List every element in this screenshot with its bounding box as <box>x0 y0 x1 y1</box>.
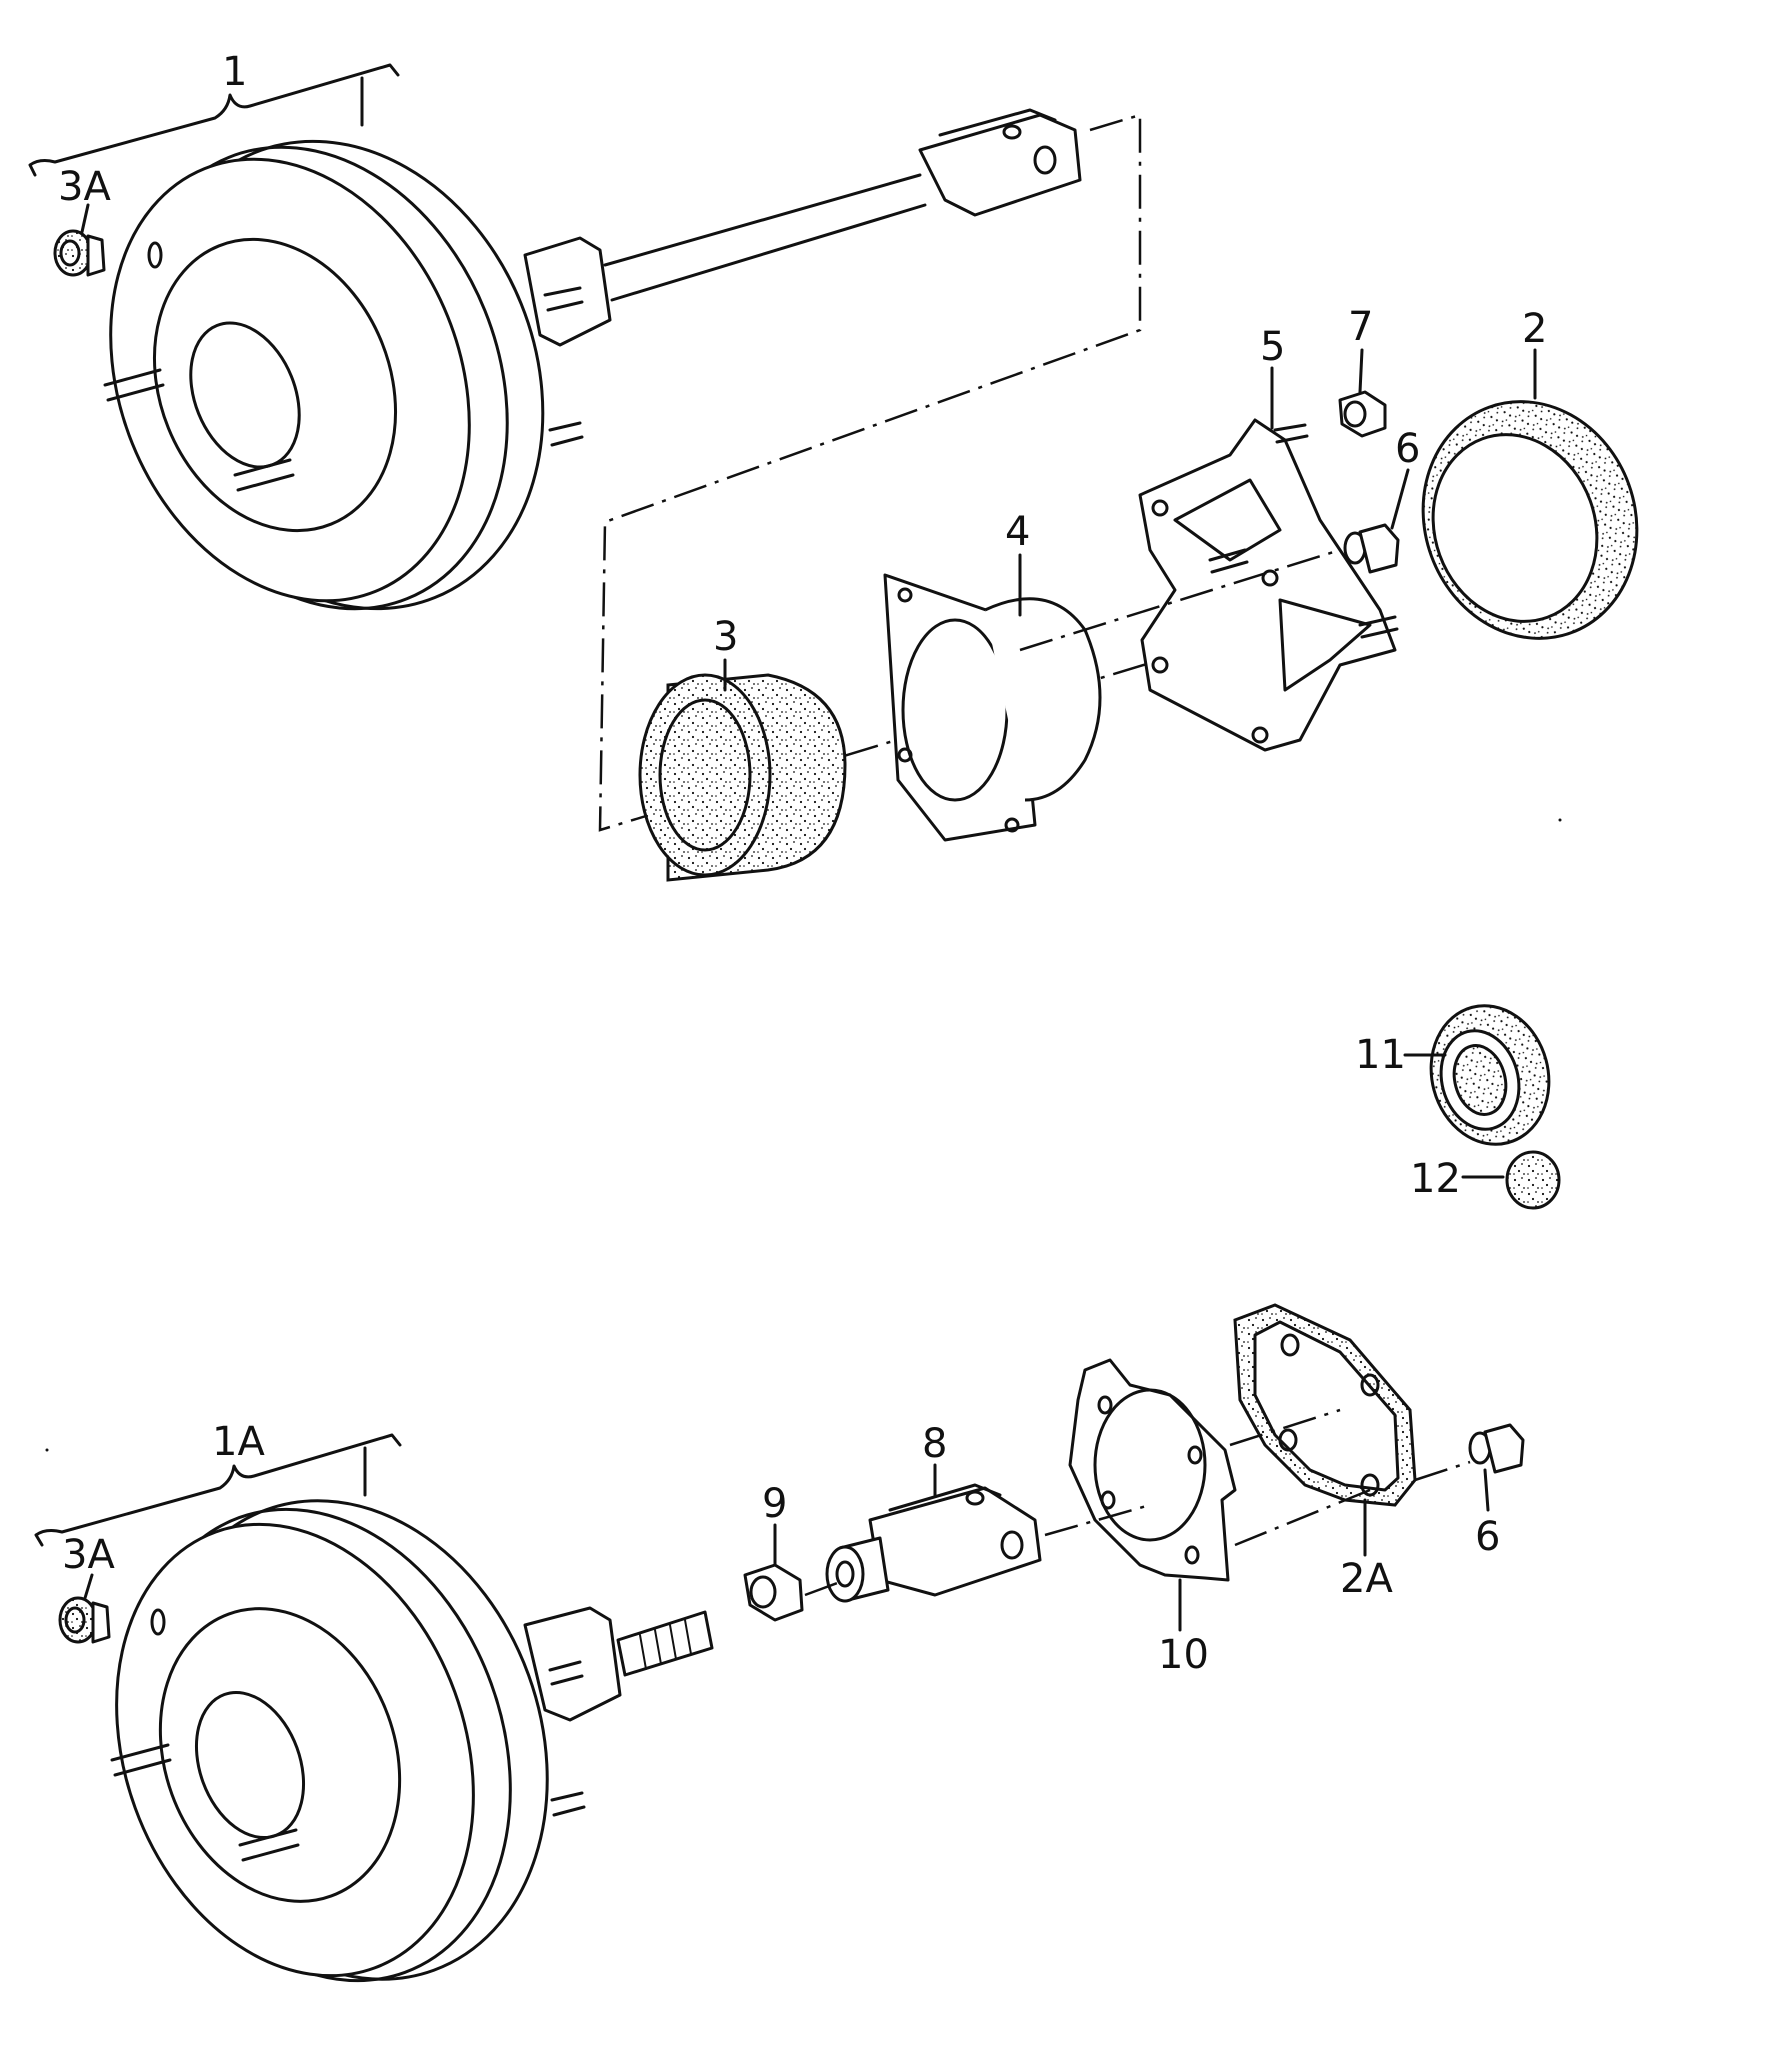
axis-line-lower-3 <box>1414 1460 1471 1482</box>
callout-12: 12 <box>1410 1156 1461 1202</box>
flange-housing-4 <box>883 573 1102 842</box>
callout-6-bottom: 6 <box>1475 1514 1500 1560</box>
callout-3: 3 <box>713 614 738 660</box>
flange-plate-10 <box>1068 1358 1237 1582</box>
callout-3a-top: 3A <box>58 164 111 210</box>
callout-2a: 2A <box>1340 1556 1393 1602</box>
scan-speck <box>1558 818 1562 822</box>
clevis-8 <box>825 1483 1042 1603</box>
seal-11 <box>1429 1004 1551 1146</box>
callout-3a-bottom: 3A <box>62 1532 115 1578</box>
callout-6-top: 6 <box>1395 426 1420 472</box>
callout-2: 2 <box>1522 306 1547 352</box>
brake-booster-1 <box>103 108 1082 611</box>
flange-nut-6-top <box>1343 523 1400 574</box>
gasket-2a <box>1233 1303 1417 1507</box>
foam-sleeve-3 <box>638 673 847 882</box>
hex-nut-9 <box>743 1563 804 1622</box>
callout-9: 9 <box>762 1481 787 1527</box>
mounting-bracket-5 <box>1138 418 1399 752</box>
callout-7: 7 <box>1348 304 1373 350</box>
grommet-3a-bottom <box>58 1596 111 1644</box>
nut-7 <box>1338 390 1387 438</box>
callout-bracket-1a <box>34 1433 402 1547</box>
callout-10: 10 <box>1158 1632 1209 1678</box>
callout-11: 11 <box>1355 1032 1406 1078</box>
callout-bracket-1 <box>28 63 400 177</box>
scan-speck <box>45 1448 49 1452</box>
axis-line-lower-2 <box>1229 1408 1341 1447</box>
seal-ring-2 <box>1421 400 1639 640</box>
callout-5: 5 <box>1260 324 1285 370</box>
axis-line-lower-1 <box>1044 1503 1151 1537</box>
flange-nut-6-bottom <box>1468 1423 1525 1474</box>
callout-8: 8 <box>922 1421 947 1467</box>
axis-line-lower-5 <box>804 1580 841 1597</box>
leader-lines <box>80 203 1537 1632</box>
callout-4: 4 <box>1005 509 1030 555</box>
brake-booster-1a <box>110 1499 714 1983</box>
callout-1: 1 <box>222 49 247 95</box>
plug-12 <box>1505 1150 1561 1210</box>
grommet-3a-top <box>53 229 106 277</box>
callout-labels: 1 3A 3 4 5 7 6 2 11 12 1A 3A 9 8 10 2A 6 <box>58 49 1547 1678</box>
axis-line-lower-4 <box>1234 1488 1371 1547</box>
callout-1a: 1A <box>212 1419 265 1465</box>
